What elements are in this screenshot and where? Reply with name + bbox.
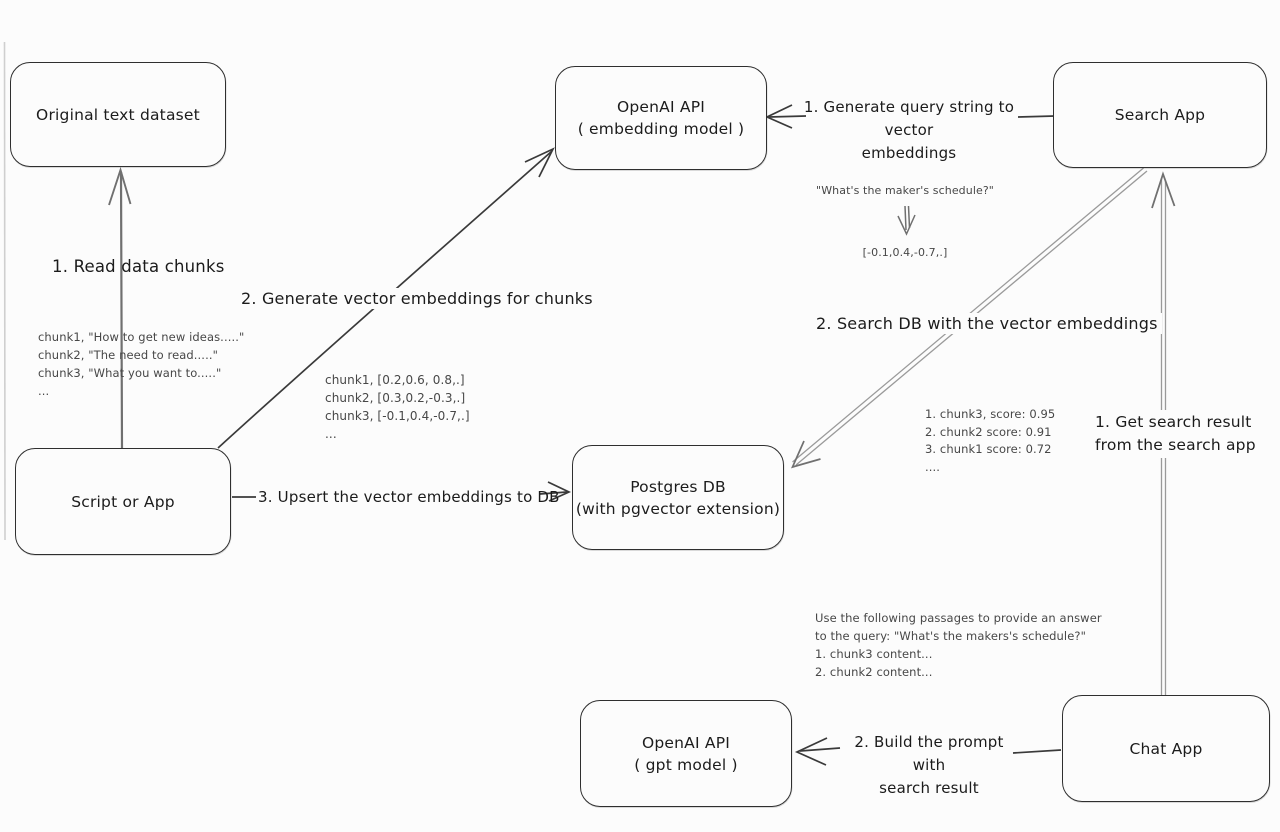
step-search-db: 2. Search DB with the vector embeddings (812, 313, 1162, 334)
arrow-read-data-chunks (108, 166, 132, 450)
step-generate-query-string: 1. Generate query string to vector embed… (803, 98, 1015, 162)
node-label: OpenAI API (641, 733, 731, 752)
annotation-query-vector: [-0.1,0.4,-0.7,.] (862, 246, 948, 259)
node-label: Chat App (1129, 739, 1203, 758)
annotation-query-string: "What's the maker's schedule?" (816, 184, 994, 197)
node-search-app: Search App (1053, 62, 1267, 168)
step-upsert-to-db: 3. Upsert the vector embeddings to DB (258, 488, 560, 506)
annotation-chunk-list: chunk1, "How to get new ideas....." chun… (38, 330, 245, 398)
arrow-query-string-to-vector (897, 205, 916, 236)
node-sublabel: ( gpt model ) (634, 755, 738, 774)
node-sublabel: (with pgvector extension) (575, 499, 781, 518)
node-postgres-db: Postgres DB (with pgvector extension) (572, 445, 784, 550)
arrow-upsert-to-db (232, 481, 572, 502)
step-get-search-result: 1. Get search result from the search app (1091, 410, 1260, 458)
node-label: Postgres DB (630, 477, 726, 496)
node-label: Script or App (71, 492, 175, 511)
node-label: Original text dataset (36, 105, 200, 124)
annotation-vector-list: chunk1, [0.2,0.6, 0.8,.] chunk2, [0.3,0.… (325, 373, 470, 441)
step-build-prompt: 2. Build the prompt with search result (854, 733, 1004, 797)
node-label: OpenAI API (616, 98, 706, 116)
page-edge-line (3, 41, 6, 541)
annotation-prompt-text: Use the following passages to provide an… (815, 611, 1102, 679)
node-openai-embedding-api: OpenAI API ( embedding model ) (555, 66, 767, 170)
node-original-text-dataset: Original text dataset (10, 62, 226, 167)
node-chat-app: Chat App (1062, 695, 1270, 802)
step-read-data-chunks: 1. Read data chunks (52, 257, 225, 276)
node-sublabel: ( embedding model ) (577, 120, 745, 138)
arrow-build-prompt (794, 737, 1062, 766)
node-label: Search App (1114, 106, 1206, 124)
node-script-or-app: Script or App (15, 448, 231, 555)
node-openai-gpt-api: OpenAI API ( gpt model ) (580, 700, 792, 807)
step-generate-embeddings: 2. Generate vector embeddings for chunks (237, 288, 597, 309)
arrow-query-to-embedding (764, 104, 1056, 129)
annotation-search-results: 1. chunk3, score: 0.95 2. chunk2 score: … (925, 407, 1056, 474)
